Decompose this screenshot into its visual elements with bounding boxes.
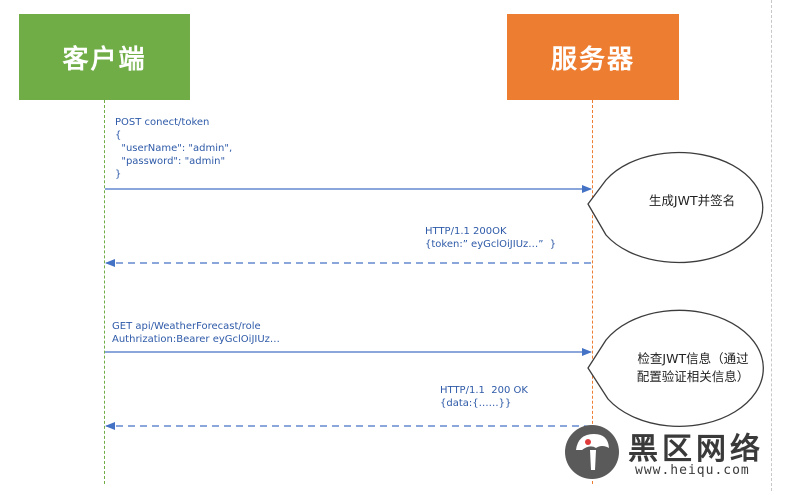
login-request-label: POST conect/token { "userName": "admin",…	[115, 117, 233, 180]
client-lifeline	[104, 100, 105, 484]
watermark-title: 黑区网络	[628, 432, 764, 467]
server-lifeline	[592, 100, 593, 484]
page-edge-divider	[771, 0, 772, 491]
api-request-label: GET api/WeatherForecast/role Authrizatio…	[112, 321, 280, 345]
verify-note-bubble	[587, 309, 764, 427]
verify-note-text: 检查JWT信息（通过 配置验证相关信息）	[636, 351, 750, 384]
generate-note-text: 生成JWT并签名	[648, 193, 736, 208]
client-actor-label: 客户端	[62, 44, 147, 75]
generate-note-bubble	[587, 151, 764, 264]
server-actor-label: 服务器	[550, 44, 635, 75]
heiqu-logo-icon	[565, 425, 619, 479]
client-actor-box: 客户端	[19, 14, 190, 100]
api-response-label: HTTP/1.1 200 OK {data:{……}}	[440, 385, 528, 409]
watermark-url: www.heiqu.com	[635, 463, 750, 478]
server-actor-box: 服务器	[507, 14, 679, 100]
login-response-label: HTTP/1.1 200OK {token:” eyGclOiJIUz…” }	[425, 226, 557, 250]
